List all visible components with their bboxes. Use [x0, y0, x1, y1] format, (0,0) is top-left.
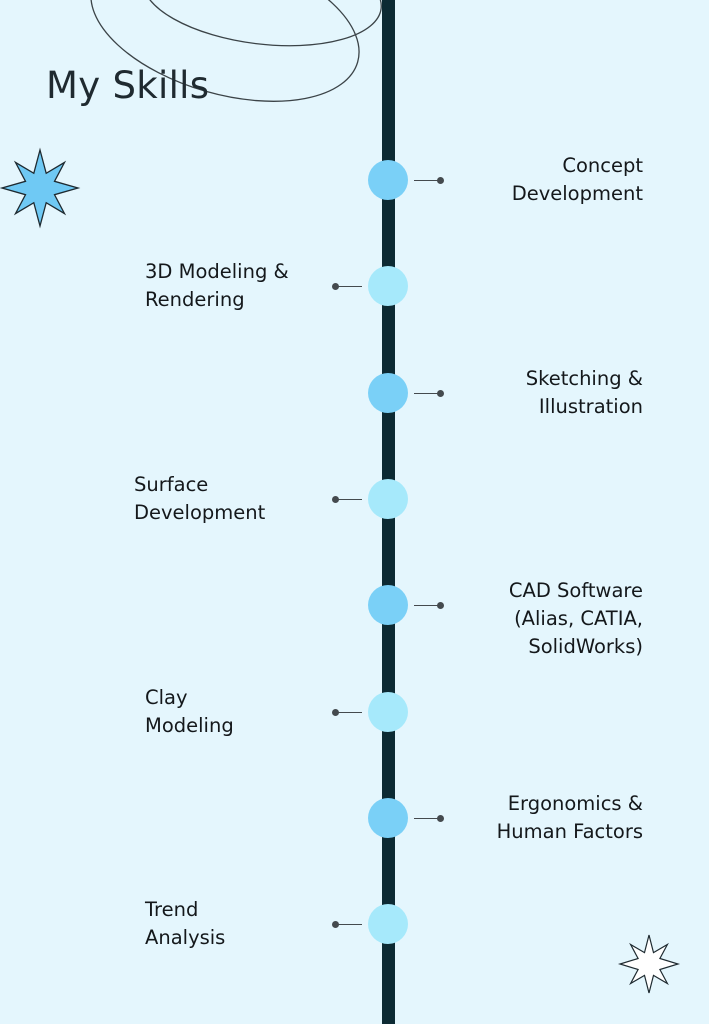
skill-label-line: 3D Modeling & — [145, 260, 289, 284]
sparkle-star-icon — [617, 934, 681, 994]
skill-label-line: Development — [134, 500, 266, 524]
timeline-connector — [414, 177, 444, 184]
timeline-dot — [368, 585, 408, 626]
timeline-dot — [368, 266, 408, 307]
skill-label: Ergonomics & Human Factors — [497, 790, 643, 846]
skill-label: Sketching & Illustration — [526, 365, 643, 421]
timeline-dot — [368, 904, 408, 945]
skill-label: CAD Software (Alias, CATIA, SolidWorks) — [509, 577, 643, 661]
skill-label-line: Trend — [145, 898, 199, 922]
skill-label-line: Sketching & — [525, 366, 643, 390]
skill-label-line: SolidWorks) — [528, 635, 643, 659]
orbit-ellipse-icon — [90, 0, 382, 102]
timeline-connector — [414, 602, 444, 610]
skill-label-line: Modeling — [145, 713, 234, 737]
skill-label-line: Development — [511, 182, 643, 205]
skill-label-line: Human Factors — [496, 819, 643, 843]
timeline-dot — [368, 160, 408, 200]
skill-label-line: CAD Software — [508, 579, 643, 603]
skill-label-line: Clay — [145, 685, 188, 709]
timeline-connector — [414, 389, 444, 397]
timeline-dot — [368, 478, 408, 519]
skill-label-line: Concept — [562, 154, 643, 177]
timeline-connector — [414, 814, 444, 822]
timeline-connector — [332, 708, 362, 716]
skill-label-line: Rendering — [145, 288, 245, 312]
sparkle-star-icon — [0, 147, 81, 229]
timeline-connector — [332, 283, 362, 291]
timeline-dot — [368, 797, 408, 838]
timeline-dot — [368, 691, 408, 732]
timeline-connector — [332, 495, 362, 503]
skill-label-line: (Alias, CATIA, — [514, 607, 643, 631]
skill-label-line: Surface — [134, 472, 209, 496]
timeline-dot — [368, 372, 408, 413]
skill-label-line: Ergonomics & — [507, 791, 643, 815]
skill-label: 3D Modeling & Rendering — [145, 258, 289, 314]
skill-label-line: Analysis — [145, 926, 226, 950]
timeline-connector — [332, 921, 362, 929]
skill-label-line: Illustration — [538, 394, 643, 418]
page-title: My Skills — [46, 64, 210, 107]
